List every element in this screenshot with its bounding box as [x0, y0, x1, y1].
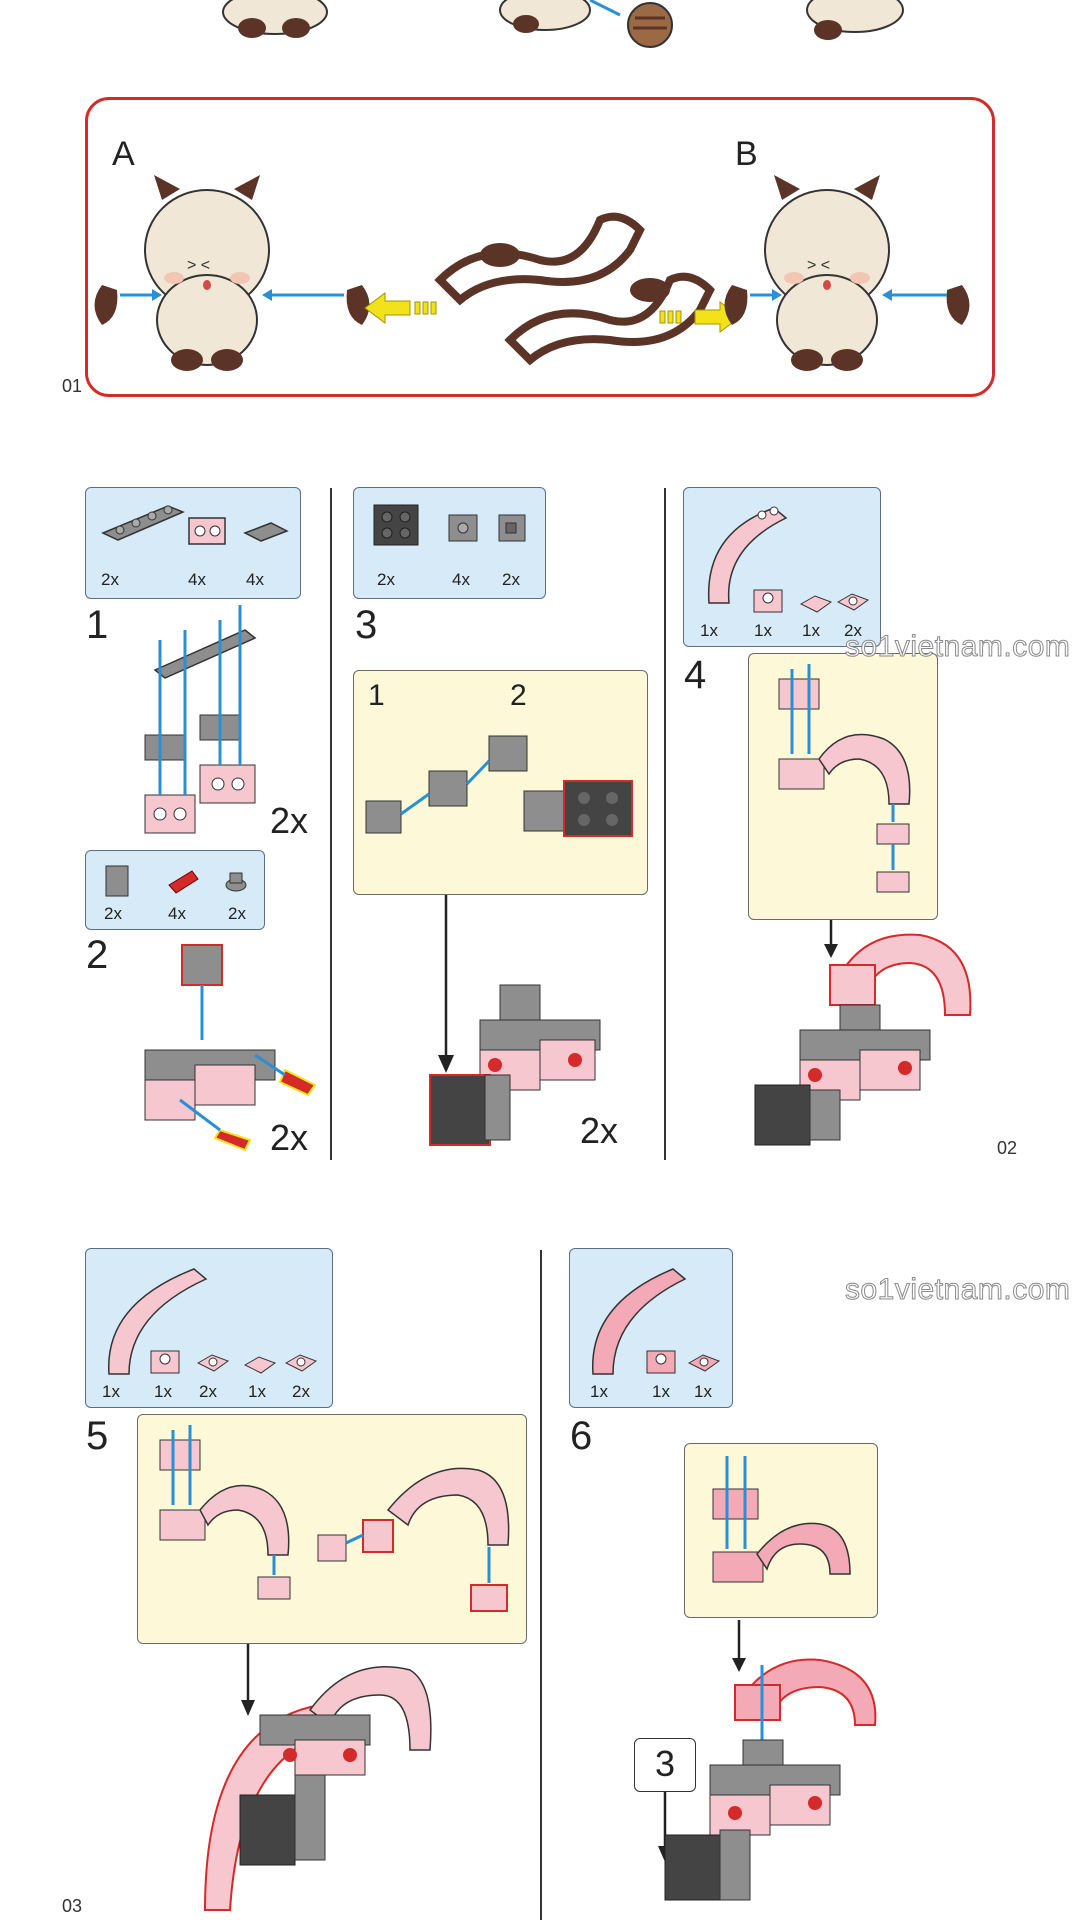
- step-1-assembly-icon: [144, 605, 257, 834]
- step-1-multiplier: 2x: [270, 800, 309, 841]
- tile-pink-icon: [799, 595, 833, 613]
- brick-arch-pink-red-icon: [592, 1268, 687, 1375]
- step-3-result-icon: [429, 984, 601, 1146]
- step-2-parts-box: 2x 4x 2x: [85, 850, 265, 930]
- step-1-count-3: 4x: [246, 570, 264, 589]
- svg-text:> <: > <: [807, 257, 830, 274]
- step-5-sub-assembly-box: [137, 1414, 527, 1644]
- step-6-sub-assembly-box: [684, 1443, 878, 1618]
- watermark-2: so1vietnam.com: [844, 1273, 1071, 1307]
- step-5-count-5: 2x: [292, 1382, 310, 1401]
- brick-arch-pink-icon: [707, 506, 788, 604]
- frame-pieces-icon: [434, 212, 715, 366]
- step-6-count-2: 1x: [652, 1382, 670, 1401]
- stud-gray-icon: [225, 872, 247, 892]
- step-3-parts-box: 2x 4x 2x: [353, 487, 546, 599]
- step-6-count-1: 1x: [590, 1382, 608, 1401]
- step-5-count-2: 1x: [154, 1382, 172, 1401]
- watermark-1: so1vietnam.com: [844, 630, 1071, 664]
- step-5-count-3: 2x: [199, 1382, 217, 1401]
- step-1-parts-box: 2x 4x 4x: [85, 487, 301, 599]
- plate-pink-icon: [284, 1354, 318, 1372]
- divider-2: [664, 488, 666, 1160]
- step-3-count-3: 2x: [502, 570, 520, 589]
- step-3-multiplier: 2x: [580, 1110, 619, 1151]
- brick-gray-small-icon: [105, 865, 129, 897]
- brick-arch-pink-long-icon: [108, 1268, 208, 1375]
- divider-1: [330, 488, 332, 1160]
- plate-pink-icon: [687, 1354, 721, 1372]
- step-6-result-icon: [664, 1658, 877, 1901]
- tile-pink-icon: [243, 1356, 277, 1374]
- plate-pink-icon: [836, 593, 870, 611]
- brick-pink-bracket-icon: [150, 1350, 180, 1374]
- brick-pink-icon: [188, 517, 226, 545]
- step-5-result-icon: [203, 1666, 432, 1911]
- brick-pink-bracket-icon: [646, 1350, 676, 1374]
- step-2-number: 2: [86, 933, 109, 977]
- brick-pink-bracket-icon: [753, 589, 783, 613]
- step-1-count-1: 2x: [101, 570, 119, 589]
- page-number-02: 02: [997, 1138, 1018, 1158]
- step-3-number: 3: [355, 603, 378, 647]
- page-number-03: 03: [62, 1896, 83, 1916]
- step-3-sub-assembly-box: 1 2: [353, 670, 648, 895]
- step-4-number: 4: [684, 653, 707, 697]
- step-4-result-icon: [754, 933, 972, 1146]
- step-2-count-2: 4x: [168, 904, 186, 923]
- step-6-reference-label: 3: [654, 1743, 676, 1784]
- step-2-assembly-icon: [144, 944, 317, 1152]
- page-number-01: 01: [62, 376, 83, 396]
- step-4-sub-assembly-box: [748, 653, 938, 920]
- step-4-parts-box: 1x 1x 1x 2x: [683, 487, 881, 647]
- top-cropped-cats-icon: [222, 0, 904, 48]
- step-6-number: 6: [570, 1414, 593, 1458]
- pin-red-icon: [168, 870, 199, 894]
- cat-figure-b-icon: > <: [724, 175, 970, 371]
- step-5-black-arrow-icon: [241, 1644, 255, 1716]
- label-b: B: [735, 135, 758, 173]
- yellow-arrow-left-icon: [364, 292, 437, 324]
- step-4-count-3: 1x: [802, 621, 820, 640]
- plate-pink-icon: [196, 1354, 230, 1372]
- step-4-count-1: 1x: [700, 621, 718, 640]
- step-6-count-3: 1x: [694, 1382, 712, 1401]
- step-3-count-1: 2x: [377, 570, 395, 589]
- step-4-black-arrow-icon: [824, 920, 838, 958]
- step-6-parts-box: 1x 1x 1x: [569, 1248, 733, 1408]
- step-3-sub-label-2: 2: [510, 679, 527, 712]
- step-6-black-arrow-icon: [732, 1620, 746, 1672]
- divider-3: [540, 1250, 542, 1920]
- brick-gray-plate-icon: [243, 522, 289, 542]
- step-2-count-1: 2x: [104, 904, 122, 923]
- step-1-count-2: 4x: [188, 570, 206, 589]
- cat-figure-a-icon: > <: [94, 175, 370, 371]
- step-5-count-4: 1x: [248, 1382, 266, 1401]
- brick-dark-2x2-icon: [373, 504, 419, 546]
- step-6-sub-bricks-icon: [712, 1456, 851, 1583]
- step-4-count-2: 1x: [754, 621, 772, 640]
- step-3-count-2: 4x: [452, 570, 470, 589]
- brick-gray-side-icon: [498, 514, 526, 542]
- step-5-number: 5: [86, 1414, 109, 1458]
- step-6-reference-box: 3: [634, 1738, 696, 1792]
- svg-text:> <: > <: [187, 257, 210, 274]
- step-2-count-3: 2x: [228, 904, 246, 923]
- step-3-sub-label-1: 1: [368, 679, 385, 712]
- step-2-multiplier: 2x: [270, 1117, 309, 1158]
- step-4-count-4: 2x: [844, 621, 862, 640]
- step-1-number: 1: [86, 603, 109, 647]
- brick-gray-cube-icon: [448, 514, 478, 542]
- step-4-sub-bricks-icon: [778, 664, 911, 893]
- step-5-sub-bricks-icon: [159, 1425, 510, 1612]
- section-1-frame: [85, 97, 995, 397]
- step-5-count-1: 1x: [102, 1382, 120, 1401]
- step-5-parts-box: 1x 1x 2x 1x 2x: [85, 1248, 333, 1408]
- brick-plate-long-icon: [101, 505, 185, 541]
- step-3-black-arrow-icon: [438, 895, 454, 1073]
- step-3-sub-bricks-icon: [365, 735, 633, 837]
- label-a: A: [112, 135, 135, 173]
